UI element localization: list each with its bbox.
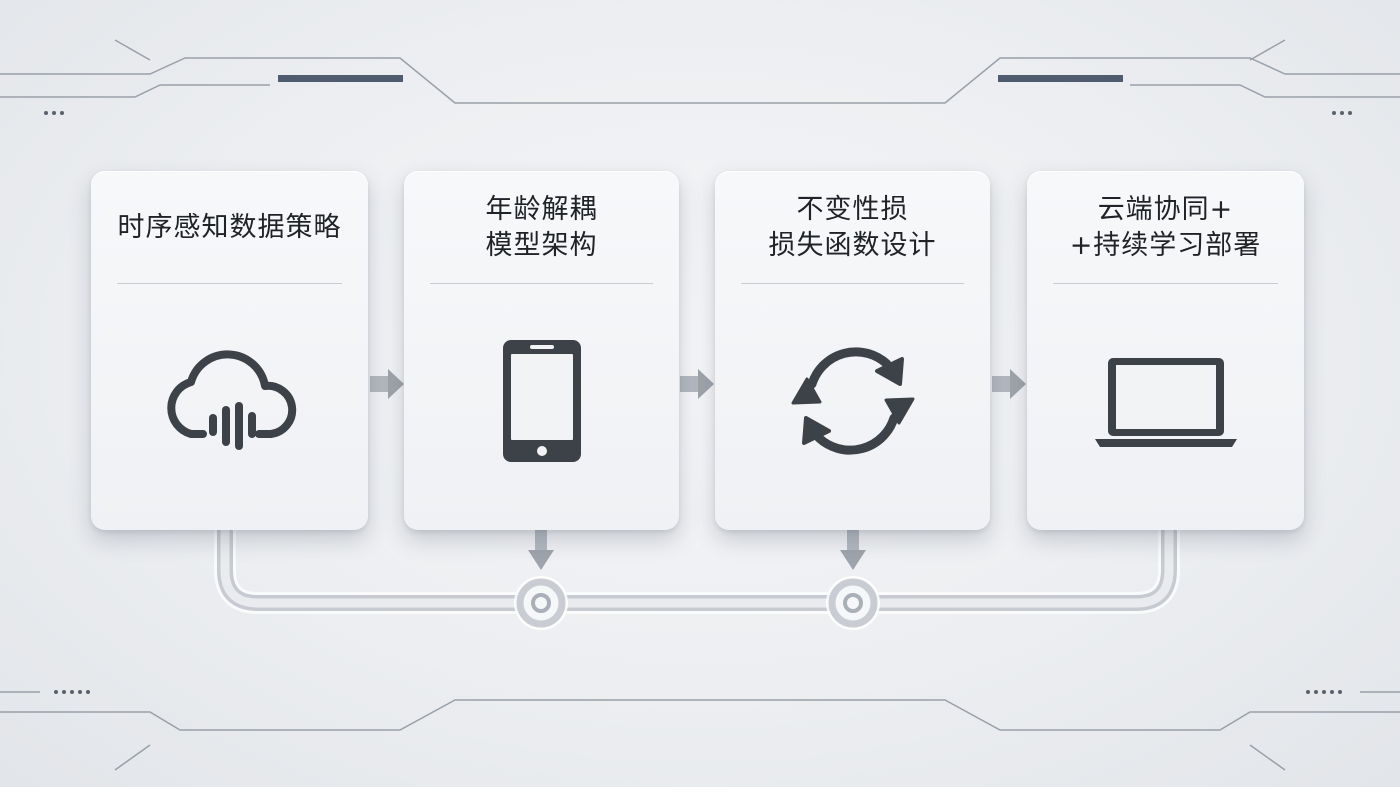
step-divider-4 bbox=[1053, 283, 1278, 284]
cloud-audio-icon bbox=[91, 321, 368, 481]
smartphone-icon bbox=[404, 321, 679, 481]
step-title-3-line-2: 损失函数设计 bbox=[768, 229, 937, 261]
step-card-2: 年龄解耦 模型架构 bbox=[404, 171, 679, 530]
loop-node-right bbox=[826, 576, 880, 630]
step-title-4-line-1: 云端协同+ bbox=[1097, 193, 1234, 225]
arrow-step1-to-step2 bbox=[370, 369, 404, 399]
step-divider-2 bbox=[430, 283, 653, 284]
step-title-3-line-1: 不变性损 bbox=[796, 193, 909, 225]
top-dots bbox=[44, 111, 1352, 115]
step-title-3: 不变性损 损失函数设计 bbox=[715, 171, 990, 284]
loop-nodes bbox=[514, 576, 880, 630]
step-divider-1 bbox=[117, 283, 342, 284]
down-arrows bbox=[528, 530, 866, 570]
arrow-step2-to-step3 bbox=[680, 369, 714, 399]
step-card-3: 不变性损 损失函数设计 bbox=[715, 171, 990, 530]
arrow-step3-to-step4 bbox=[992, 369, 1026, 399]
down-arrow-step2 bbox=[528, 530, 554, 570]
bottom-circuit-lines bbox=[0, 691, 1400, 771]
step-title-4-line-2: +持续学习部署 bbox=[1069, 229, 1262, 261]
step-card-4: 云端协同+ +持续学习部署 bbox=[1027, 171, 1304, 530]
top-left-accent-bar bbox=[278, 75, 403, 82]
loop-node-left bbox=[514, 576, 568, 630]
step-card-1: 时序感知数据策略 bbox=[91, 171, 368, 530]
step-title-2: 年龄解耦 模型架构 bbox=[404, 171, 679, 284]
step-title-2-line-1: 年龄解耦 bbox=[485, 193, 598, 225]
step-title-1-line-1: 时序感知数据策略 bbox=[117, 211, 342, 243]
down-arrow-step3 bbox=[840, 530, 866, 570]
top-right-accent-bar bbox=[998, 75, 1123, 82]
flow-arrows bbox=[370, 369, 1026, 399]
step-title-2-line-2: 模型架构 bbox=[485, 229, 598, 261]
laptop-icon bbox=[1027, 321, 1304, 481]
top-circuit-lines bbox=[0, 39, 1400, 104]
step-divider-3 bbox=[741, 283, 964, 284]
step-title-4: 云端协同+ +持续学习部署 bbox=[1027, 171, 1304, 284]
step-title-1: 时序感知数据策略 bbox=[91, 171, 368, 284]
bottom-dots bbox=[54, 690, 1342, 694]
feedback-loop bbox=[214, 519, 1180, 614]
refresh-cycle-icon bbox=[715, 321, 990, 481]
